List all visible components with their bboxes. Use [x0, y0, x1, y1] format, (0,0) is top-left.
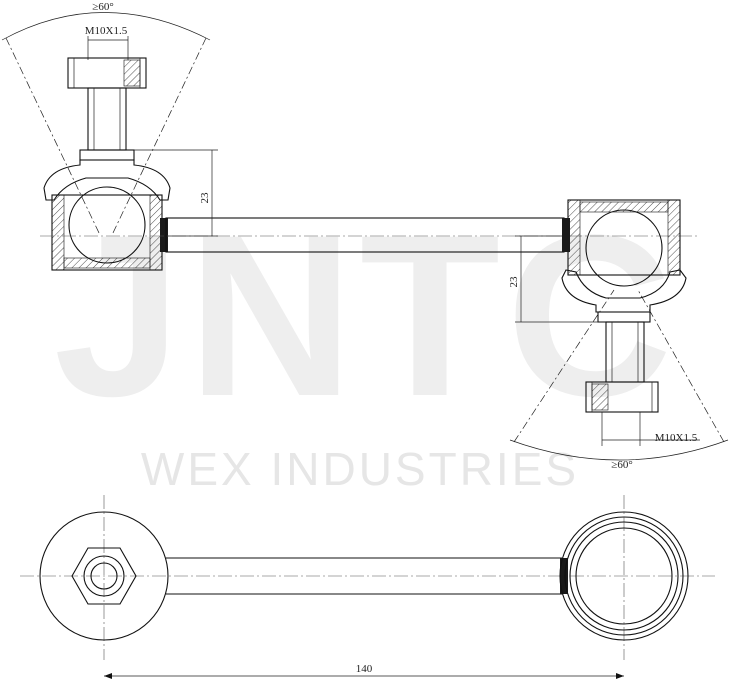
- right-eye: [559, 511, 689, 641]
- watermark-logo: JNTC: [54, 187, 679, 444]
- thread-callout-bottom: M10X1.5: [601, 412, 700, 446]
- offset-label-right: 23: [508, 276, 520, 288]
- left-eye: [39, 511, 169, 641]
- length-label: 140: [356, 663, 373, 675]
- angle-label-bottom: ≥60°: [611, 459, 632, 471]
- link-bar-bottom: [166, 557, 568, 595]
- thread-callout-top: M10X1.5: [85, 25, 129, 60]
- watermark-company: WEX INDUSTRIES: [141, 443, 579, 495]
- offset-dimension-left: 23: [134, 149, 218, 237]
- top-view: ≥60° M10X1.5: [1, 1, 729, 471]
- watermark: JNTC WEX INDUSTRIES: [54, 187, 679, 495]
- left-ball-joint: [43, 57, 171, 271]
- angle-sector-top: ≥60°: [1, 1, 211, 236]
- bottom-view: 140: [20, 495, 715, 679]
- length-dimension: 140: [104, 663, 624, 679]
- right-ball-joint: [561, 199, 687, 413]
- offset-label-left: 23: [199, 192, 211, 204]
- thread-label-top: M10X1.5: [85, 25, 128, 37]
- offset-dimension-right: 23: [508, 235, 606, 323]
- angle-label-top: ≥60°: [92, 1, 113, 13]
- angle-sector-bottom: ≥60°: [509, 289, 729, 471]
- thread-label-bottom: M10X1.5: [655, 432, 698, 444]
